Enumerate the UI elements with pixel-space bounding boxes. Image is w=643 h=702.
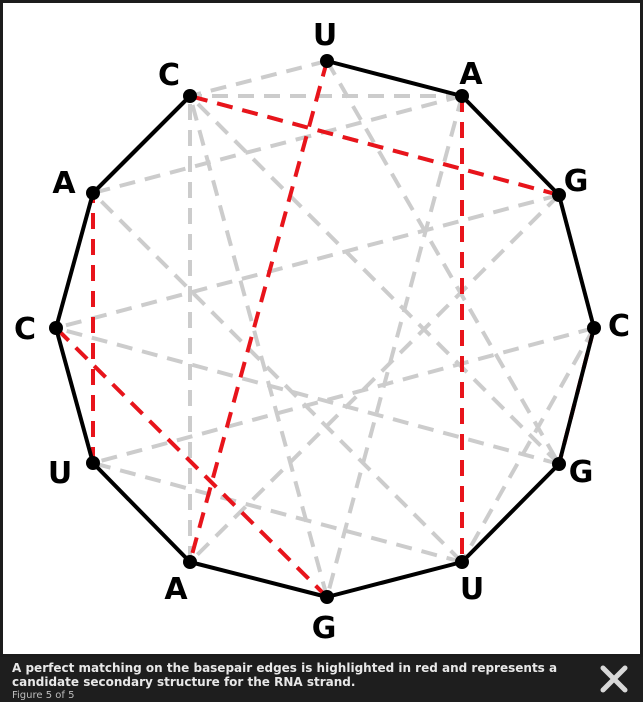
close-button[interactable] [597, 662, 631, 696]
figure-counter: Figure 5 of 5 [12, 690, 75, 701]
nucleotide-node [320, 54, 334, 68]
candidate-edge [55, 193, 560, 330]
matching-edges [54, 60, 596, 599]
nucleotide-node [587, 321, 601, 335]
caption-bar: A perfect matching on the basepair edges… [0, 657, 643, 702]
candidate-edge [55, 326, 560, 466]
backbone-edge [189, 560, 328, 599]
backbone-edge [91, 461, 192, 564]
node-labels: U A G C G U G A U C A C [14, 18, 630, 646]
rna-matching-diagram: U A G C G U G A U C A C [14, 18, 630, 646]
nucleotide-label: G [564, 164, 589, 199]
nucleotide-label: C [608, 309, 630, 344]
nucleotide-label: U [48, 456, 72, 491]
figure-caption: A perfect matching on the basepair edges… [12, 661, 558, 689]
backbone-edge [54, 327, 95, 464]
candidate-edge [92, 461, 463, 564]
candidate-edge [92, 326, 595, 465]
figure-image-panel: U A G C G U G A U C A C [3, 3, 640, 654]
candidate-edges [54, 59, 596, 599]
nucleotide-node [552, 188, 566, 202]
nucleotide-label: U [313, 18, 337, 53]
backbone-edge [91, 94, 192, 195]
candidate-edge [325, 60, 561, 465]
backbone-edge [326, 59, 463, 98]
nodes [49, 54, 601, 604]
matching-edge [188, 60, 329, 563]
backbone-edge [326, 560, 463, 599]
backbone-edge [460, 94, 561, 197]
nucleotide-node [552, 457, 566, 471]
nucleotide-label: U [460, 572, 484, 607]
candidate-edge [460, 327, 596, 563]
backbone-edge [460, 462, 561, 564]
candidate-edge [91, 191, 464, 564]
nucleotide-label: G [569, 455, 594, 490]
candidate-edge [189, 59, 328, 98]
nucleotide-node [320, 590, 334, 604]
matching-edge [54, 326, 329, 599]
nucleotide-node [86, 186, 100, 200]
candidate-edge [325, 95, 464, 598]
candidate-edge [92, 94, 463, 195]
nucleotide-node [183, 89, 197, 103]
backbone-edge [557, 327, 596, 465]
nucleotide-label: A [459, 57, 483, 92]
nucleotide-label: G [312, 611, 337, 646]
nucleotide-label: A [164, 572, 188, 607]
nucleotide-node [86, 456, 100, 470]
nucleotide-label: C [14, 312, 36, 347]
candidate-edge [188, 193, 561, 564]
nucleotide-node [49, 321, 63, 335]
nucleotide-label: C [158, 58, 180, 93]
candidate-edge [188, 95, 329, 598]
backbone-edges [54, 59, 596, 599]
candidate-edge [188, 94, 561, 466]
nucleotide-node [183, 555, 197, 569]
close-x-icon [600, 665, 628, 693]
nucleotide-node [455, 555, 469, 569]
backbone-edge [54, 192, 95, 329]
nucleotide-node [455, 89, 469, 103]
nucleotide-label: A [52, 166, 76, 201]
backbone-edge [557, 194, 596, 329]
matching-edge [189, 94, 560, 197]
